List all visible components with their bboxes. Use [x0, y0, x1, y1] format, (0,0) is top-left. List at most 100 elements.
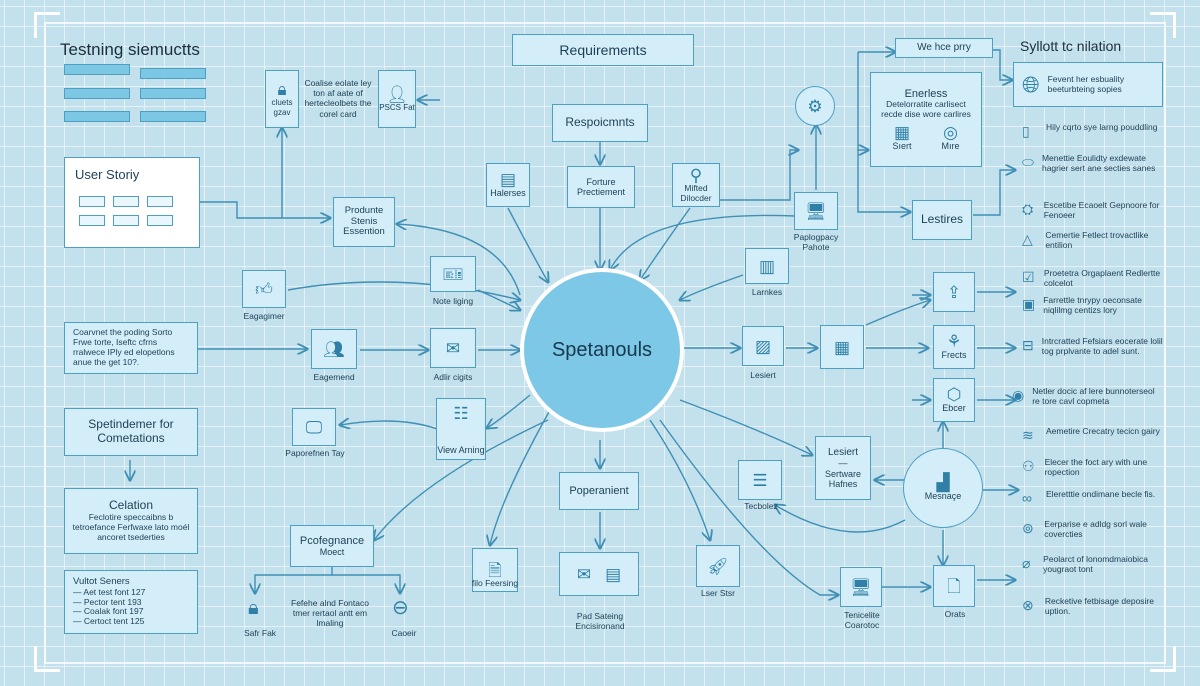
globe-icon: 🌐︎	[1022, 71, 1040, 97]
person-icon: 👤︎	[386, 84, 408, 104]
rocket-node[interactable]: 🚀︎	[696, 545, 740, 587]
paplogpacy-node[interactable]: 🖥︎	[794, 192, 838, 230]
lesiert-node[interactable]: ▨	[742, 326, 784, 366]
orats-node[interactable]: 🗋︎	[933, 565, 975, 607]
lestires-box[interactable]: Lestires	[912, 200, 972, 240]
eagemend-node[interactable]: 👥︎	[311, 329, 357, 369]
upload-icon: ⇪	[946, 282, 962, 302]
list-item[interactable]: ⊟Intrcratted Fefsiars eocerate lolil tog…	[1022, 336, 1163, 357]
file-icon: 🗎︎	[488, 560, 502, 580]
database-icon: ≋	[1022, 427, 1034, 443]
table-icon: ▦	[833, 337, 851, 357]
vultot-item: — Certoct tent 125	[73, 616, 145, 627]
produnte-box[interactable]: Produnte Stenis Essention	[333, 197, 395, 247]
spetindemer-box[interactable]: Spetindemer for Cometations	[64, 408, 198, 456]
terrr-label: Tenicelite Coarotoc	[844, 610, 880, 631]
list-bar	[64, 88, 130, 99]
person-node[interactable]: 👤︎PSCS Fat	[378, 70, 416, 128]
list-item[interactable]: ⚇Elecer the foct ary with une ropection	[1022, 457, 1148, 478]
adlir-label: Adlir cigits	[433, 372, 473, 382]
globe-box[interactable]: 🌐︎Fevent her esbuality beeturbteing sopi…	[1013, 62, 1163, 107]
right-title: Syllott tc nilation	[1020, 38, 1122, 54]
list-item[interactable]: ∞Eleretttie ondimane becle fis.	[1022, 489, 1156, 506]
users-icon: 👥︎	[323, 339, 345, 359]
respoicmnts-box[interactable]: Respoicmnts	[552, 104, 648, 142]
start-item[interactable]: ▦Sıert	[892, 122, 912, 151]
lser-stsr-label: Lser Stsr	[700, 588, 735, 598]
eagemend-label: Eagemend	[313, 372, 355, 382]
page-title: Testning siemuctts	[60, 40, 200, 59]
paporefnen-node[interactable]: 🖵︎	[292, 408, 336, 446]
list-item[interactable]: ⬭Menettie Eoulidty exdewate hagrier sert…	[1022, 153, 1156, 174]
user-story-card[interactable]: User Storiy	[64, 157, 200, 248]
fileo-node[interactable]: 🗎︎	[472, 548, 518, 592]
list-item[interactable]: ⛭Escetibe Ecaoelt Gepnoore for Fenoeer	[1022, 200, 1160, 221]
fefehe-text: Fefehe alnd Fontaco tmer rertaol antt em…	[291, 598, 369, 629]
paporefnen-label: Paporefnen Tay	[285, 448, 345, 458]
mail-icon: ✉	[576, 564, 592, 584]
list-item[interactable]: ⊚Eerparise e adldg sorl wale covercties	[1022, 519, 1147, 540]
note-node[interactable]: 🎫︎	[430, 256, 476, 292]
thumbs-up-node[interactable]: 👍︎	[242, 270, 286, 308]
globe-stand-icon: ⊖	[392, 597, 409, 619]
vultot-item: — Pector tent 193	[73, 596, 142, 607]
larnkes-node[interactable]: ▥	[745, 248, 789, 284]
compass-icon: ⊗	[1022, 597, 1034, 613]
help-icon: ◎	[943, 122, 958, 142]
pill-icon: ⬭	[1022, 154, 1034, 170]
safr-fak-label: Safr Fak	[243, 628, 277, 638]
message-node[interactable]: ▟Mesnaçe	[903, 448, 983, 528]
image-icon: ▨	[754, 336, 772, 356]
tag-icon: ⌀	[1022, 555, 1031, 571]
we-hce-prry-box[interactable]: We hce prry	[895, 38, 993, 58]
mail-node[interactable]: ✉▤	[559, 552, 639, 596]
canvas-frame	[44, 22, 1166, 664]
list-item[interactable]: ⌀Peolarct of lonomdmaiobica yougraot ton…	[1022, 554, 1149, 575]
requirements-box[interactable]: Requirements	[512, 34, 694, 66]
lesiert-sertware-box[interactable]: Lesiert—Sertware Hafnes	[815, 436, 871, 500]
chat-icon: ☰	[752, 470, 768, 490]
poperanient-box[interactable]: Poperanient	[559, 472, 639, 510]
view-arning-node[interactable]: ☷View Arning	[436, 398, 486, 460]
folder-icon: ⊟	[1022, 337, 1034, 353]
document-icon: ▤	[499, 170, 517, 190]
paplogpacy-label: Paplogpacy Pahote	[793, 232, 839, 253]
orats-label: Orats	[944, 609, 966, 619]
frects-node[interactable]: ⚘Frects	[933, 325, 975, 369]
enerless-text: Detelorratite carlisect recde dise wore …	[881, 99, 971, 120]
terrr-node[interactable]: 🖥︎	[840, 567, 882, 607]
forture-box[interactable]: Forture Prectiement	[567, 166, 635, 208]
team-icon: ⛭	[1022, 201, 1034, 217]
more-item[interactable]: ◎Mıre	[941, 122, 960, 151]
list-item[interactable]: ▣Farrettle tnrypy oeconsate niqlilmg cen…	[1022, 295, 1142, 316]
presentation-icon: 🖵︎	[305, 417, 323, 437]
list-bar	[64, 111, 130, 122]
coarvnet-box[interactable]: Coarvnet the poding Sorto Frwe torte, Is…	[64, 322, 198, 374]
vultot-item: — Coalak font 197	[73, 606, 144, 617]
note-liging-label: Note liging	[432, 296, 474, 306]
book-icon: ▯	[1022, 123, 1030, 139]
vultot-box[interactable]: Vultot Seners — Aet test font 127 — Pect…	[64, 570, 198, 634]
ebcer-node[interactable]: ⬡Ebcer	[933, 378, 975, 422]
gear-node[interactable]: ⚙	[795, 86, 835, 126]
list-item[interactable]: ≋Aemetire Crecatry tecicn gairy	[1022, 426, 1160, 443]
tecbolez-node[interactable]: ☰	[738, 460, 782, 500]
list-item[interactable]: ▯Hily cqrto sye larng pouddling	[1022, 122, 1158, 139]
list-item[interactable]: ☑Proetetra Orgaplaent Redlertte colcelot	[1022, 268, 1161, 289]
pad-sateing-label: Pad Sateing Encisironand	[575, 611, 625, 632]
list-item[interactable]: ⊗Recketive fetbisage deposire uption.	[1022, 596, 1154, 617]
enerless-box[interactable]: Enerless Detelorratite carlisect recde d…	[870, 72, 982, 167]
halerses-node[interactable]: ▤Halerses	[486, 163, 530, 207]
central-hub[interactable]: Spetanouls	[520, 268, 684, 432]
mifted-node[interactable]: ⚲Mifted Dilocder	[672, 163, 720, 207]
upload-node[interactable]: ⇪	[933, 272, 975, 312]
list-item[interactable]: ◉Netler docic af lere bunnoterseol re to…	[1012, 386, 1155, 407]
lock-node[interactable]: 🔒︎cluets gzav	[265, 70, 299, 128]
lesiert-label: Lesiert	[750, 370, 776, 380]
grid-node[interactable]: ▦	[820, 325, 864, 369]
list-item[interactable]: △Cemertie Fetlect trovactlike entilion	[1022, 230, 1149, 251]
adlir-node[interactable]: ✉	[430, 328, 476, 368]
rocket-icon: 🚀︎	[707, 556, 729, 576]
